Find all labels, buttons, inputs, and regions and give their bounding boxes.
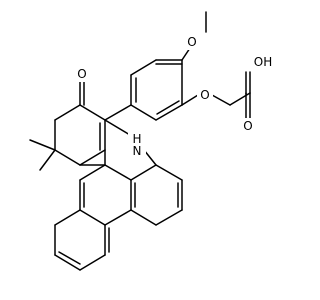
label-bg bbox=[240, 118, 256, 134]
bond bbox=[104, 209, 132, 226]
bond bbox=[155, 209, 183, 226]
bond bbox=[79, 104, 106, 121]
amine-nitrogen-label: N bbox=[133, 144, 142, 158]
label-bg bbox=[184, 34, 200, 50]
acid-carbonyl-oxygen-label: O bbox=[243, 119, 252, 133]
bond bbox=[79, 149, 106, 166]
bond bbox=[104, 164, 132, 181]
bond bbox=[79, 254, 106, 271]
chemical-structure: O O O O OH H N bbox=[29, 11, 276, 271]
bond bbox=[79, 209, 106, 226]
bond bbox=[156, 100, 180, 115]
molecule-canvas: O O O O OH H N bbox=[29, 11, 276, 271]
bond bbox=[130, 164, 157, 181]
ome-oxygen-label: O bbox=[187, 35, 196, 49]
bond bbox=[130, 59, 157, 76]
label-bg bbox=[197, 87, 213, 103]
bond bbox=[39, 149, 56, 171]
ketone-oxygen-label: O bbox=[77, 67, 86, 81]
bond bbox=[181, 94, 199, 106]
bond bbox=[54, 254, 81, 271]
bond bbox=[104, 119, 131, 136]
ether-oxygen-label: O bbox=[200, 88, 209, 102]
bond bbox=[54, 209, 81, 226]
label-bg bbox=[128, 133, 146, 157]
bond bbox=[29, 139, 56, 151]
bond bbox=[58, 251, 81, 265]
bond bbox=[104, 104, 132, 121]
bond bbox=[211, 94, 231, 106]
bond bbox=[54, 104, 81, 121]
bond bbox=[229, 92, 251, 106]
label-bg bbox=[74, 66, 90, 82]
bond bbox=[54, 149, 81, 166]
label-bg bbox=[250, 54, 276, 70]
bond bbox=[130, 209, 157, 226]
bond bbox=[155, 164, 183, 181]
bond bbox=[130, 104, 157, 121]
acid-hydroxyl-label: OH bbox=[254, 55, 272, 69]
bond bbox=[79, 164, 106, 181]
amine-hydrogen-label: H bbox=[132, 132, 141, 146]
bond bbox=[155, 104, 183, 121]
